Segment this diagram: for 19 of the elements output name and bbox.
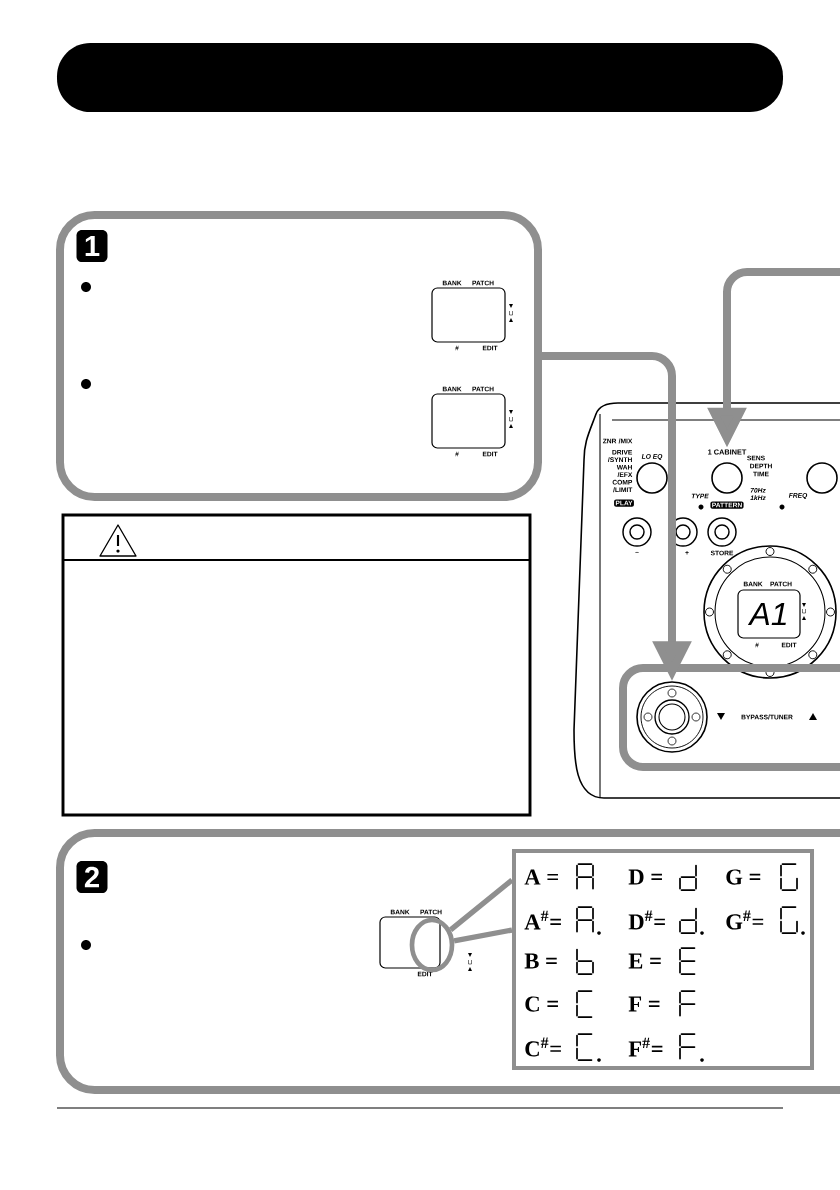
note-name: C$^{#}$= [525,1037,561,1057]
note-name: F = [628,996,660,1012]
callout-line [447,877,515,944]
display-readout: A1 [747,603,786,625]
note-table [512,849,814,1070]
note-name: F$^{#}$= [628,1037,663,1057]
title-bar [57,43,783,112]
note-name: A = [524,869,558,885]
note-name: C = [525,996,558,1012]
note-name: A$^{#}$= [524,910,561,930]
note-name: D = [628,869,662,885]
note-name: G = [726,869,761,885]
magnifier-circle [409,917,455,973]
footswitch [636,681,708,753]
note-name: D$^{#}$= [628,910,665,930]
note-name: B = [524,953,557,969]
note-name: E = [628,953,661,969]
note-name: G$^{#}$= [726,910,764,930]
highlight-frame [619,664,840,771]
